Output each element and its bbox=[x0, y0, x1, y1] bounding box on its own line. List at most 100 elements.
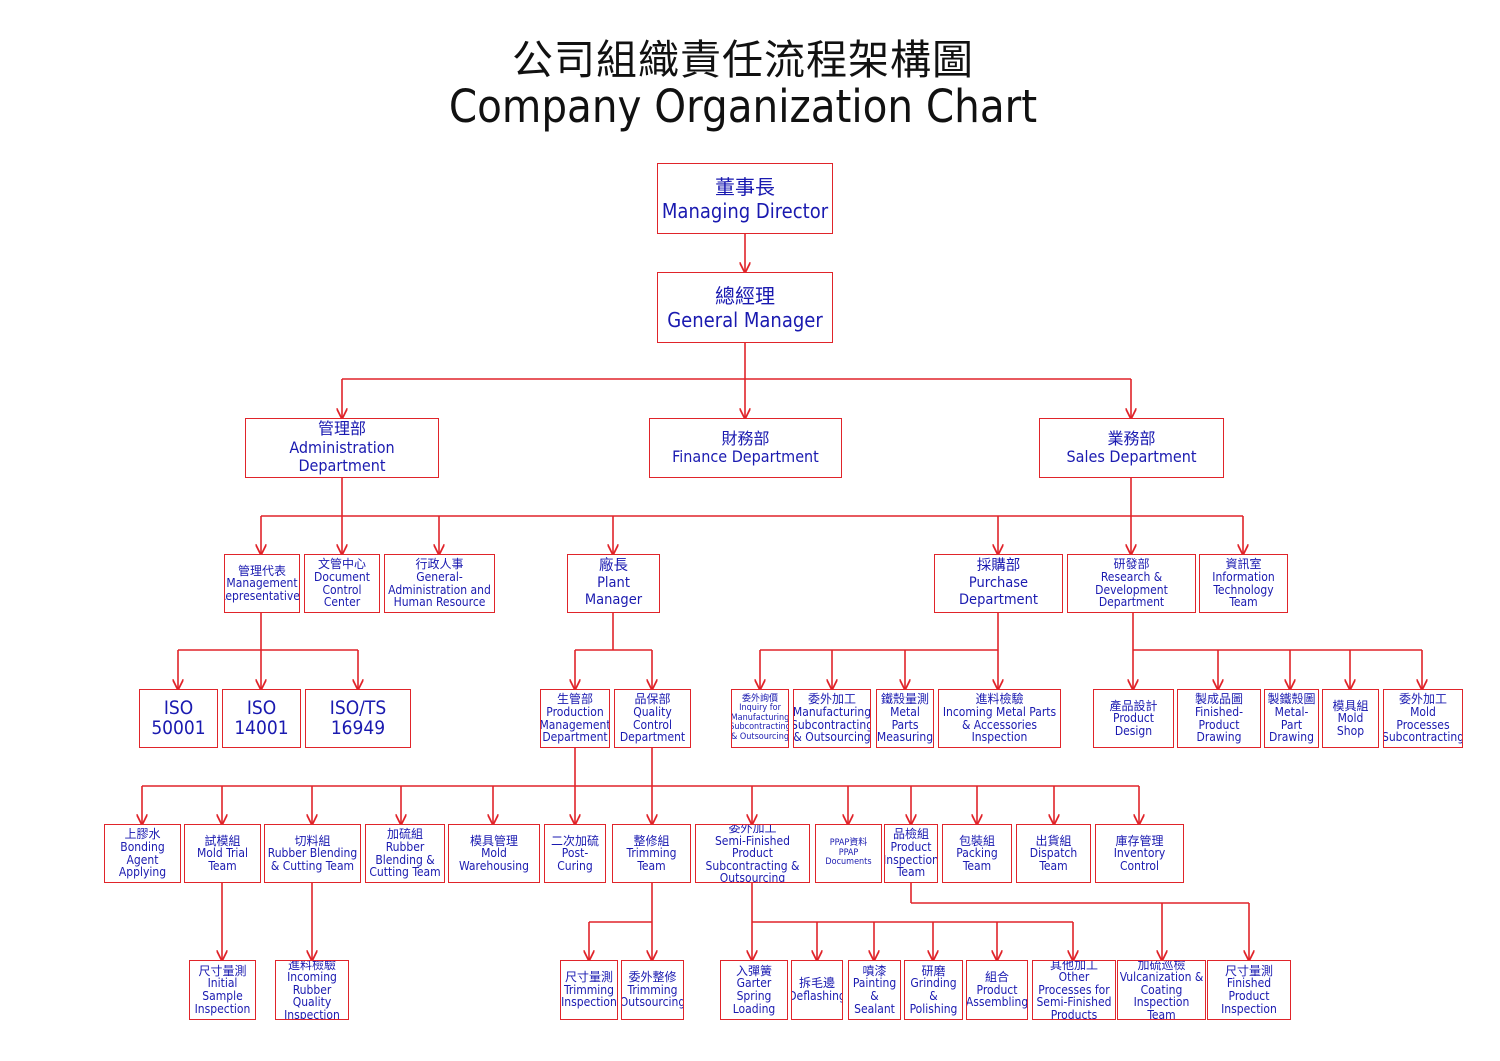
org-node-label-zh: 廠長 bbox=[599, 558, 628, 575]
org-node-label-en: Inventory Control bbox=[1113, 846, 1166, 873]
org-node-label-zh: 模具組 bbox=[1332, 698, 1369, 713]
org-node-label-en: Quality Control Department bbox=[619, 704, 686, 745]
org-node-label-zh: 上膠水 bbox=[124, 827, 161, 842]
org-node-label-zh: 管理代表 bbox=[237, 563, 286, 578]
org-node-label-en: Research & Development Department bbox=[1095, 569, 1168, 610]
org-node-label-zh: 出貨組 bbox=[1035, 833, 1072, 848]
org-node-label-zh: 文管中心 bbox=[317, 557, 366, 572]
org-node-label-en: Mold Trial Team bbox=[196, 846, 249, 873]
org-node-label-zh: 行政人事 bbox=[415, 557, 464, 572]
org-node-label-zh: 總經理 bbox=[715, 283, 775, 308]
org-node-label-en: Packing Team bbox=[956, 846, 998, 873]
org-node-label-en: Information Technology Team bbox=[1212, 569, 1275, 610]
org-node-label-zh: 委外詢價 bbox=[741, 693, 778, 704]
org-node-label-zh: 製鐵殼圖 bbox=[1267, 692, 1316, 707]
org-node-label-zh: 噴漆 bbox=[862, 963, 887, 978]
org-node-label-en: Rubber Blending & Cutting Team bbox=[369, 839, 441, 880]
org-node-label-zh: 二次加硫 bbox=[550, 833, 599, 848]
org-node-label-zh: 生管部 bbox=[556, 692, 593, 707]
org-node-label-zh: 整修組 bbox=[633, 833, 670, 848]
org-node-label-en: Incoming Rubber Quality Inspection bbox=[284, 970, 340, 1020]
org-node-label-en: Mold Processes Subcontracting bbox=[1383, 704, 1463, 745]
org-node-label-zh: 其他加工 bbox=[1049, 960, 1098, 972]
org-node-label-en: Manufacturing Subcontracting & Outsourci… bbox=[793, 704, 871, 745]
org-node-label-zh: 鐵殼量測 bbox=[880, 692, 929, 707]
org-node-label-en: Deflashing bbox=[791, 989, 843, 1003]
org-node-label-zh: 庫存管理 bbox=[1115, 833, 1164, 848]
org-node-label-en: Product Inspection Team bbox=[884, 839, 938, 880]
org-node-label-zh: 尺寸量測 bbox=[564, 970, 613, 985]
org-node-label-en: Production Management Department bbox=[540, 704, 610, 745]
org-node-label-zh: 董事長 bbox=[715, 174, 775, 199]
org-node-label-zh: 模具管理 bbox=[469, 833, 518, 848]
org-node-label-en: Trimming Team bbox=[626, 846, 677, 873]
org-node-label-zh: 進料檢驗 bbox=[287, 960, 336, 972]
org-node-label-en: Rubber Blending & Cutting Team bbox=[267, 846, 358, 873]
org-node-label-en: ISO 50001 bbox=[151, 696, 206, 739]
org-node-label-en: Metal Parts Measuring bbox=[876, 704, 934, 745]
org-node-label-en: Other Processes for Semi-Finished Produc… bbox=[1036, 970, 1112, 1020]
org-node-label-zh: 管理部 bbox=[317, 419, 366, 439]
org-node-label-zh: 入彈簧 bbox=[735, 963, 772, 978]
org-node-label-zh: 進料檢驗 bbox=[975, 692, 1024, 707]
org-node-label-zh: 尺寸量測 bbox=[198, 963, 247, 978]
org-node-label-zh: 委外加工 bbox=[807, 692, 856, 707]
org-node-label-zh: 委外加工 bbox=[728, 824, 777, 836]
org-node-label-zh: 研發部 bbox=[1113, 557, 1150, 572]
org-node-label-zh: 研磨 bbox=[921, 963, 946, 978]
org-node-label-zh: 組合 bbox=[984, 970, 1009, 985]
chart-title-chinese: 公司組織責任流程架構圖 bbox=[512, 36, 974, 84]
org-node-label-zh: 試模組 bbox=[204, 833, 241, 848]
org-node-label-zh: 製成品圖 bbox=[1194, 692, 1243, 707]
org-node-label-zh: 產品設計 bbox=[1109, 698, 1158, 713]
org-node-label-zh: 品檢組 bbox=[892, 827, 929, 842]
org-node-label-zh: PPAP資料 bbox=[829, 838, 868, 849]
org-node-label-en: Dispatch Team bbox=[1029, 846, 1078, 873]
org-node-label-en: Mold Warehousing bbox=[459, 846, 529, 873]
org-node-label-en: Trimming Outsourcing bbox=[621, 982, 684, 1010]
chart-title-english: Company Organization Chart bbox=[448, 80, 1038, 133]
org-node-label-en: Sales Department bbox=[1066, 447, 1197, 466]
org-node-label-zh: 業務部 bbox=[1107, 428, 1156, 448]
org-node-label-zh: 尺寸量測 bbox=[1224, 963, 1273, 978]
org-node-label-zh: 包裝組 bbox=[958, 833, 995, 848]
org-node-label-en: Product Assembling bbox=[966, 982, 1028, 1010]
org-node-label-zh: 加硫巡檢 bbox=[1137, 960, 1186, 972]
org-node-label-en: Painting & Sealant bbox=[852, 976, 897, 1016]
org-node-label-en: Metal-Part Drawing bbox=[1269, 704, 1314, 745]
org-node-label-en: ISO 14001 bbox=[234, 696, 289, 739]
org-node-label-en: ISO/TS 16949 bbox=[329, 696, 387, 739]
org-node-label-en: Post-Curing bbox=[557, 846, 593, 873]
org-node-label-en: Finished-Product Drawing bbox=[1194, 704, 1244, 745]
